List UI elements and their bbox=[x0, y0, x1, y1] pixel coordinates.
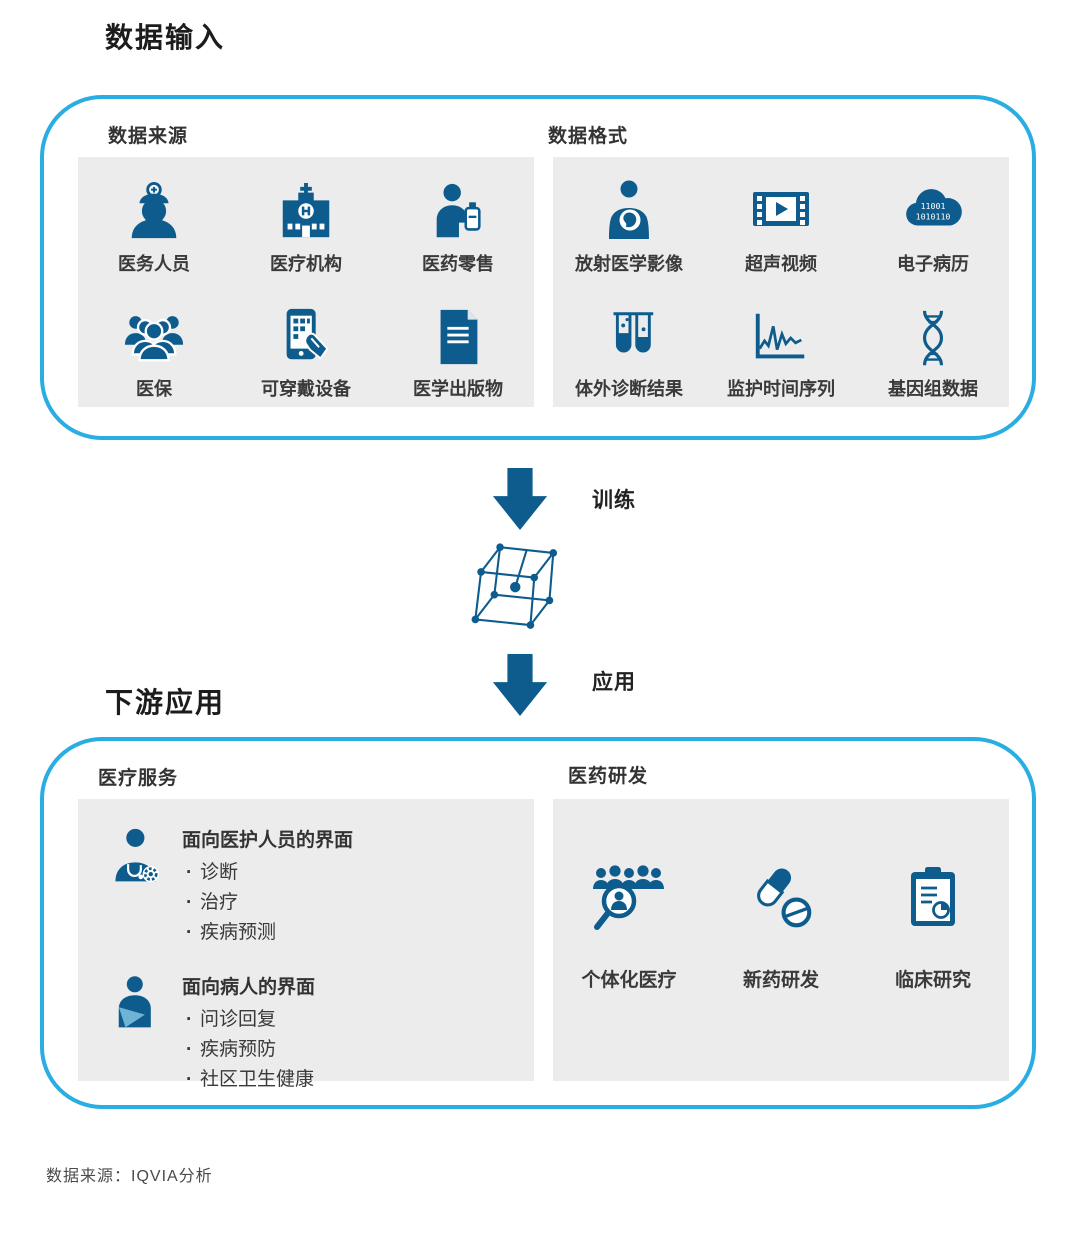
apply-label: 应用 bbox=[592, 671, 636, 694]
page-title-data-input: 数据输入 bbox=[105, 22, 226, 53]
data-sources-panel: 医务人员 bbox=[78, 157, 534, 407]
pharmacy-retail-icon bbox=[427, 181, 489, 243]
clinician-interface-bullets: 诊断 治疗 疾病预测 bbox=[182, 858, 353, 948]
source-item-label: 医学出版物 bbox=[412, 379, 503, 399]
drug-discovery-icon bbox=[744, 855, 818, 939]
patient-interface-text: 面向病人的界面 问诊回复 疾病预防 社区卫生健康 bbox=[178, 970, 315, 1095]
patient-interface-bullets: 问诊回复 疾病预防 社区卫生健康 bbox=[182, 1005, 315, 1095]
format-item-label: 超声视频 bbox=[744, 254, 817, 274]
format-item-emr: 11001 1010110 电子病历 bbox=[857, 157, 1009, 282]
downstream-applications-box: 医疗服务 医药研发 面向医护人员的界面 bbox=[40, 737, 1036, 1109]
rnd-item-personalized-medicine: 个体化医疗 bbox=[553, 799, 705, 1081]
monitoring-chart-icon bbox=[750, 306, 812, 368]
medical-services-panel: 面向医护人员的界面 诊断 治疗 疾病预测 bbox=[78, 799, 534, 1095]
source-attribution: 数据来源：IQVIA分析 bbox=[46, 1168, 213, 1185]
source-item-publication: 医学出版物 bbox=[382, 282, 534, 407]
format-item-label: 电子病历 bbox=[896, 254, 969, 274]
insurance-people-icon bbox=[123, 306, 185, 368]
format-item-label: 体外诊断结果 bbox=[574, 379, 683, 399]
rnd-item-label: 个体化医疗 bbox=[581, 970, 677, 991]
format-item-label: 基因组数据 bbox=[887, 379, 978, 399]
emr-cloud-icon: 11001 1010110 bbox=[900, 177, 966, 243]
rnd-item-label: 新药研发 bbox=[742, 970, 819, 991]
ultrasound-video-icon bbox=[749, 179, 813, 243]
doctor-icon bbox=[100, 823, 178, 889]
radiology-imaging-icon bbox=[597, 179, 661, 243]
pharma-rnd-panel: 个体化医疗 新药研发 bbox=[553, 799, 1009, 1081]
source-item-insurance: 医保 bbox=[78, 282, 230, 407]
source-item-pharma-retail: 医药零售 bbox=[382, 157, 534, 282]
patient-interface-group: 面向病人的界面 问诊回复 疾病预防 社区卫生健康 bbox=[78, 948, 534, 1095]
nurse-icon bbox=[123, 181, 185, 243]
personalized-medicine-icon bbox=[589, 855, 669, 939]
down-arrow-train-icon bbox=[490, 468, 550, 530]
ai-model-cube-icon bbox=[458, 532, 582, 646]
clinician-interface-title: 面向医护人员的界面 bbox=[182, 830, 354, 851]
source-item-wearable: 可穿戴设备 bbox=[230, 282, 382, 407]
bullet-disease-prevention: 疾病预防 bbox=[182, 1035, 315, 1065]
source-item-label: 医保 bbox=[135, 379, 172, 399]
genome-dna-icon bbox=[903, 308, 963, 368]
down-arrow-apply-icon bbox=[490, 654, 550, 716]
clinician-interface-group: 面向医护人员的界面 诊断 治疗 疾病预测 bbox=[78, 799, 534, 948]
rnd-item-drug-discovery: 新药研发 bbox=[705, 799, 857, 1081]
svg-text:1010110: 1010110 bbox=[916, 211, 951, 221]
format-item-label: 放射医学影像 bbox=[574, 254, 683, 274]
source-item-label: 医药零售 bbox=[421, 254, 494, 274]
source-item-label: 医疗机构 bbox=[269, 254, 342, 274]
rnd-item-label: 临床研究 bbox=[894, 970, 971, 991]
data-formats-panel: 放射医学影像 超声视频 bbox=[553, 157, 1009, 407]
patient-interface-title: 面向病人的界面 bbox=[182, 977, 316, 998]
source-item-medical-institution: 医疗机构 bbox=[230, 157, 382, 282]
bullet-diagnosis: 诊断 bbox=[182, 858, 353, 888]
bullet-treatment: 治疗 bbox=[182, 888, 353, 918]
publication-icon bbox=[427, 306, 489, 368]
source-item-medical-staff: 医务人员 bbox=[78, 157, 230, 282]
svg-text:11001: 11001 bbox=[921, 201, 946, 211]
rnd-item-clinical-research: 临床研究 bbox=[857, 799, 1009, 1081]
ivd-test-tubes-icon bbox=[598, 306, 660, 368]
wearable-device-icon bbox=[275, 306, 337, 368]
patient-icon bbox=[100, 970, 178, 1034]
bullet-consultation-reply: 问诊回复 bbox=[182, 1005, 315, 1035]
bullet-community-health: 社区卫生健康 bbox=[182, 1065, 315, 1095]
train-label: 训练 bbox=[592, 489, 636, 512]
services-section-label: 医疗服务 bbox=[98, 768, 179, 789]
format-item-ivd: 体外诊断结果 bbox=[553, 282, 705, 407]
format-item-ultrasound: 超声视频 bbox=[705, 157, 857, 282]
clinician-interface-text: 面向医护人员的界面 诊断 治疗 疾病预测 bbox=[178, 823, 353, 948]
source-item-label: 医务人员 bbox=[117, 254, 190, 274]
format-item-genome: 基因组数据 bbox=[857, 282, 1009, 407]
clinical-research-icon bbox=[901, 855, 965, 939]
format-item-radiology: 放射医学影像 bbox=[553, 157, 705, 282]
page-title-downstream: 下游应用 bbox=[105, 687, 226, 718]
format-item-monitoring: 监护时间序列 bbox=[705, 282, 857, 407]
formats-section-label: 数据格式 bbox=[548, 126, 629, 147]
hospital-icon bbox=[275, 181, 337, 243]
source-item-label: 可穿戴设备 bbox=[260, 379, 351, 399]
data-input-box: 数据来源 数据格式 医务人员 bbox=[40, 95, 1036, 440]
rnd-section-label: 医药研发 bbox=[568, 766, 649, 787]
bullet-disease-prediction: 疾病预测 bbox=[182, 918, 353, 948]
format-item-label: 监护时间序列 bbox=[726, 379, 835, 399]
sources-section-label: 数据来源 bbox=[108, 126, 189, 147]
